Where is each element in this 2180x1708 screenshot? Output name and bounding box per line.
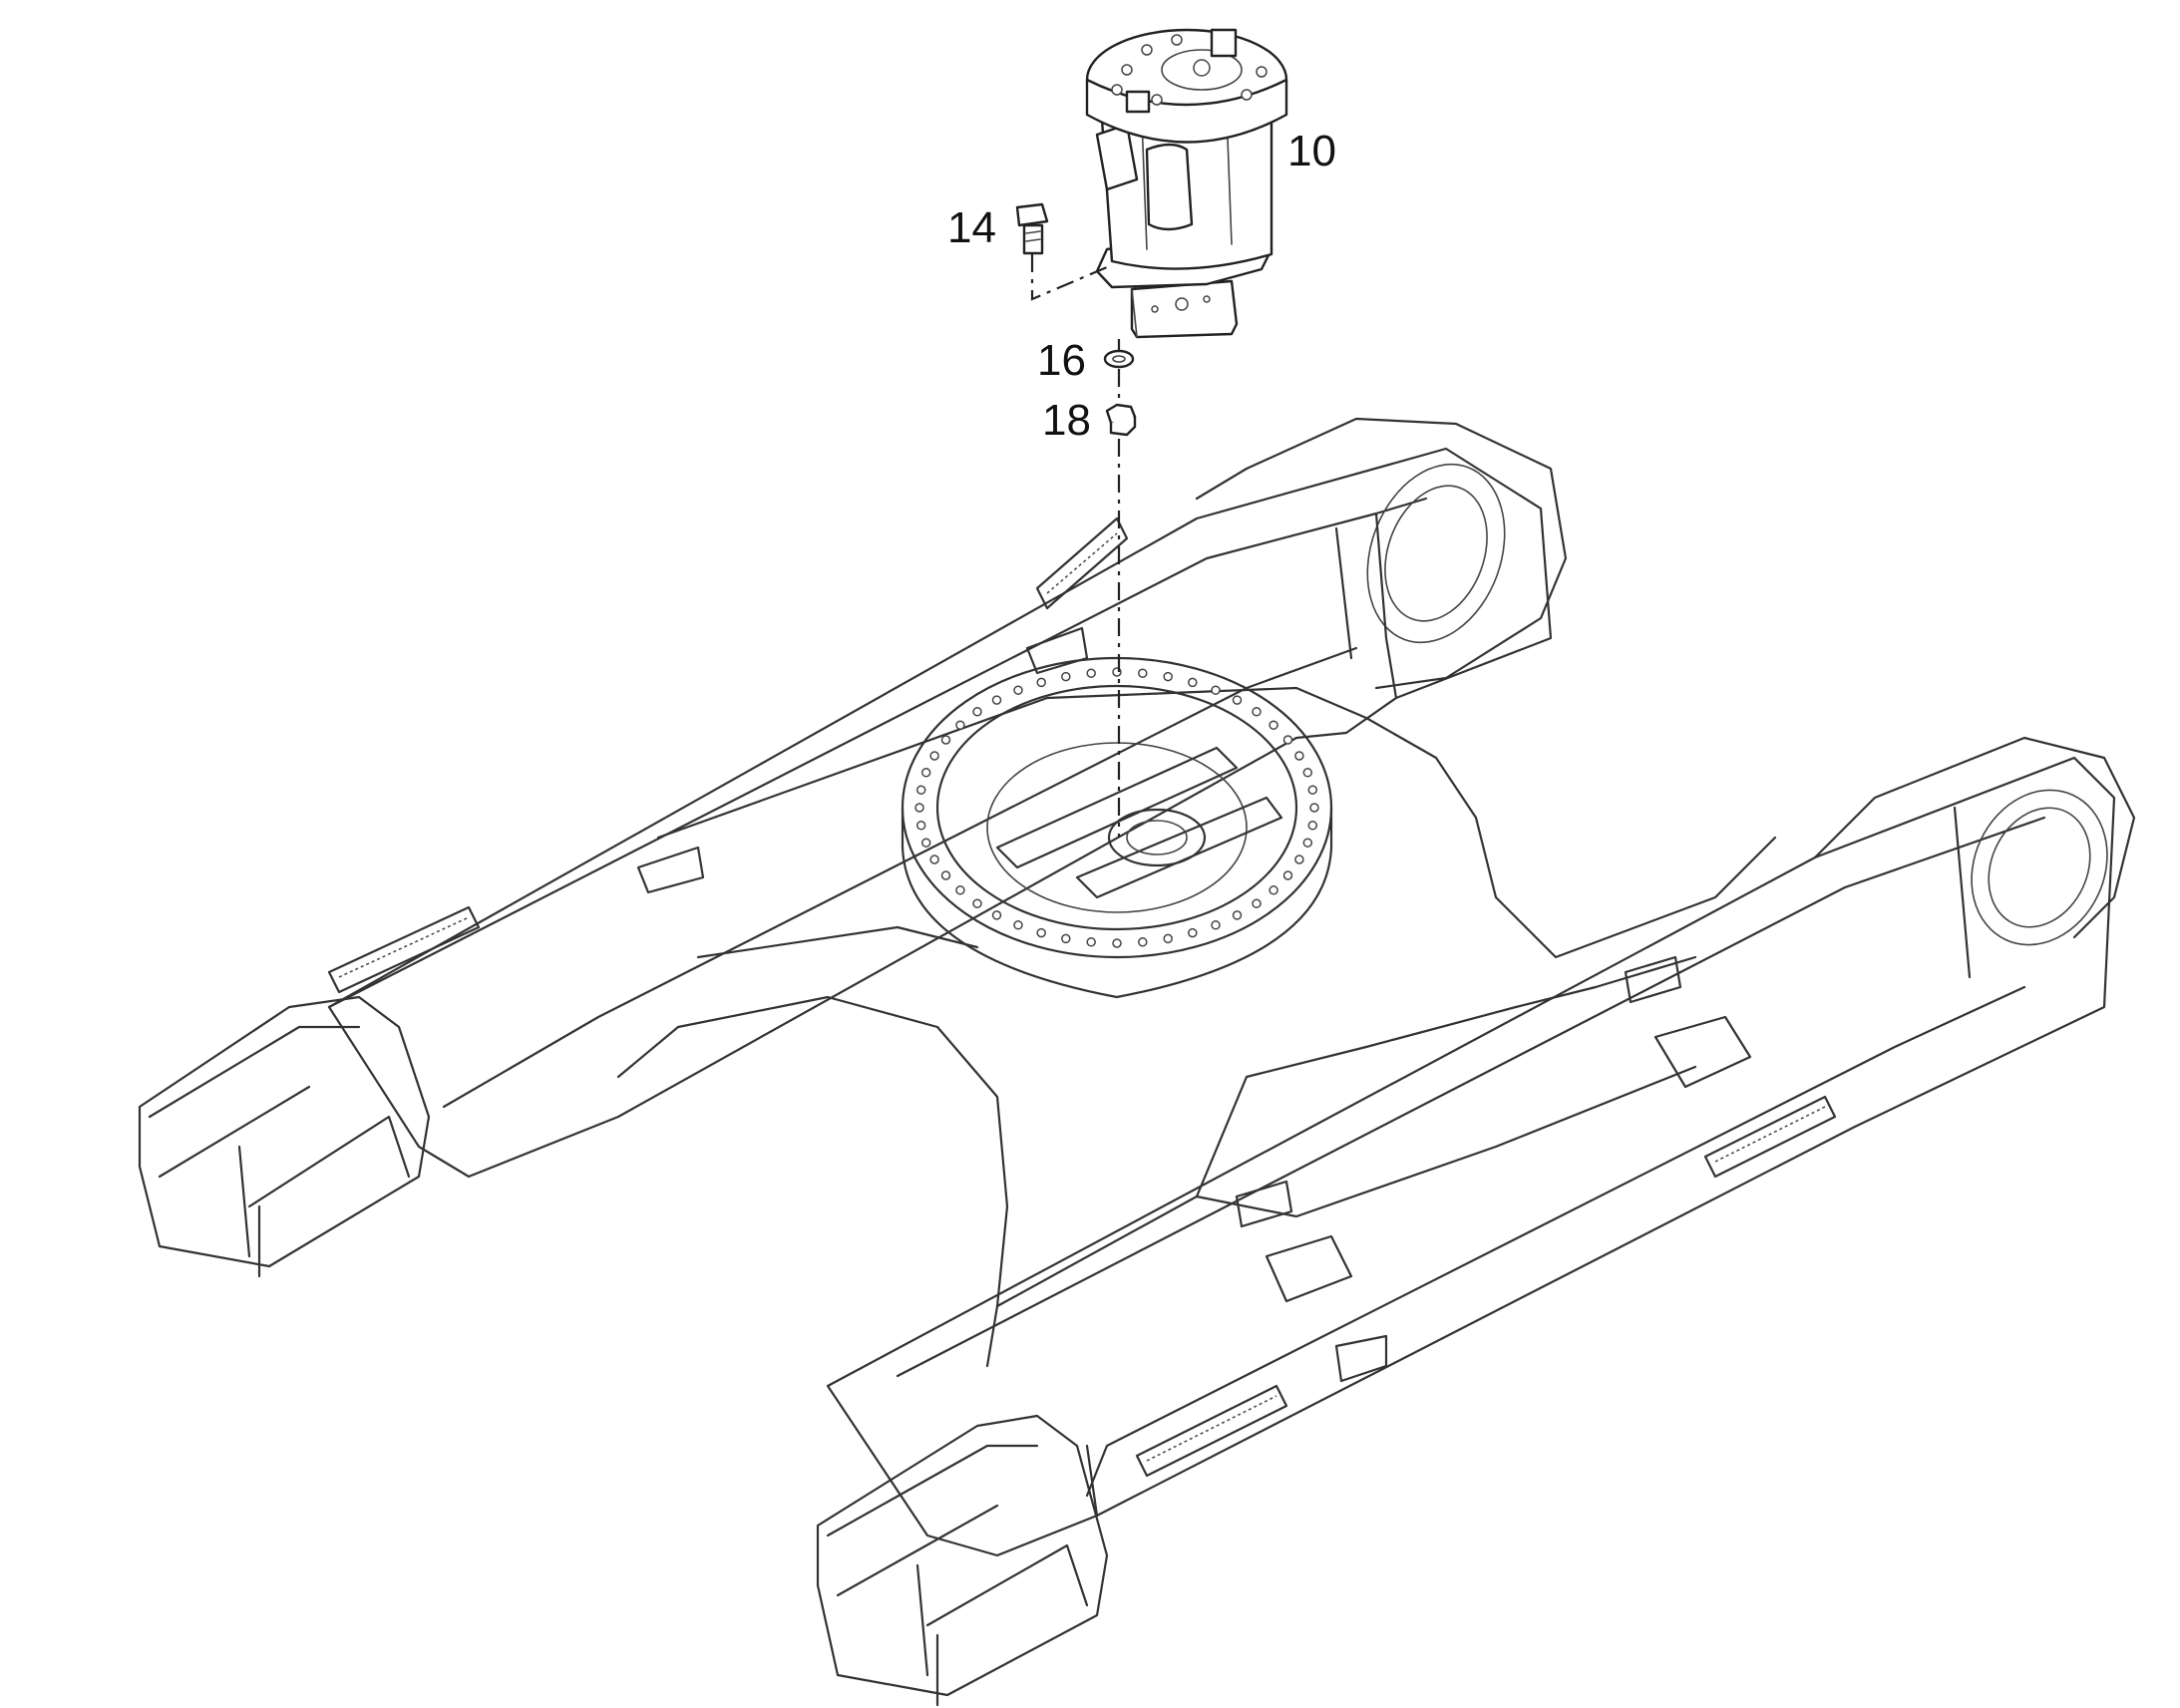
ring-bolt-hole	[955, 885, 965, 895]
ring-bolt-hole	[1036, 677, 1046, 688]
ring-bolt-hole	[1282, 870, 1293, 880]
ring-bolt-hole	[915, 785, 926, 795]
ring-bolt-hole	[1302, 768, 1313, 778]
ring-bolt-hole	[991, 695, 1002, 705]
callout-nut: 18	[1042, 396, 1091, 445]
ring-bolt-hole	[920, 768, 931, 778]
ring-bolt-hole	[1163, 933, 1173, 944]
ring-bolt-hole	[955, 720, 965, 730]
assembly-centerlines	[1030, 254, 1121, 838]
ring-bolt-hole	[929, 751, 939, 761]
frame-brackets	[636, 626, 1752, 1383]
bolt-part	[1015, 202, 1049, 255]
ring-bolt-hole	[1163, 671, 1173, 682]
ring-bolt-hole	[1252, 898, 1262, 908]
step-guards	[327, 516, 1837, 1478]
callout-swivel-joint: 10	[1287, 127, 1336, 175]
nut-part	[1105, 403, 1137, 437]
ring-bolt-hole	[1013, 685, 1023, 695]
ring-bolt-hole	[1188, 927, 1198, 938]
ring-bolt-hole	[915, 821, 926, 831]
ring-bolt-hole	[1211, 685, 1221, 695]
ring-bolt-hole	[1252, 707, 1262, 717]
ring-bolt-hole	[1294, 854, 1304, 864]
ring-bolt-hole	[1086, 668, 1096, 678]
ring-bolt-hole	[1232, 910, 1243, 920]
callout-washer: 16	[1037, 336, 1086, 385]
ring-bolt-hole	[1086, 937, 1096, 947]
ring-bolt-hole	[1061, 933, 1071, 944]
ring-bolt-hole	[1013, 920, 1023, 930]
ring-bolt-hole	[1307, 785, 1318, 795]
ring-bolt-hole	[1269, 720, 1278, 730]
ring-bolt-hole	[1232, 695, 1243, 705]
ring-bolt-hole	[1302, 838, 1313, 848]
ring-bolt-hole	[1309, 803, 1319, 813]
callout-bolt: 14	[947, 203, 996, 252]
ring-bolt-hole	[991, 910, 1002, 920]
ring-bolt-hole	[1036, 927, 1046, 938]
ring-bolt-hole	[920, 838, 931, 848]
ring-bolt-hole	[929, 854, 939, 864]
left-fork-upper	[138, 995, 431, 1278]
ring-bolt-hole	[1294, 751, 1304, 761]
ring-bolt-hole	[972, 898, 982, 908]
ring-bolt-hole	[940, 870, 951, 880]
ring-bolt-hole	[940, 735, 951, 745]
swivel-joint-part	[1085, 28, 1288, 339]
ring-bolt-hole	[1282, 735, 1293, 745]
ring-bolt-hole	[1138, 668, 1148, 678]
ring-bolt-hole	[1061, 671, 1071, 682]
ring-bolt-hole	[1112, 938, 1122, 948]
washer-part	[1103, 349, 1135, 369]
ring-bolt-hole	[1269, 885, 1278, 895]
ring-bolt-hole	[1188, 677, 1198, 688]
ring-bolt-hole	[1307, 821, 1318, 831]
ring-bolt-hole	[972, 707, 982, 717]
slew-ring	[901, 656, 1333, 999]
right-fork-lower	[816, 1414, 1109, 1707]
ring-bolt-hole	[1211, 920, 1221, 930]
ring-bolt-hole	[914, 803, 924, 813]
undercarriage-frame	[138, 417, 2136, 1707]
ring-bolt-hole	[1138, 937, 1148, 947]
